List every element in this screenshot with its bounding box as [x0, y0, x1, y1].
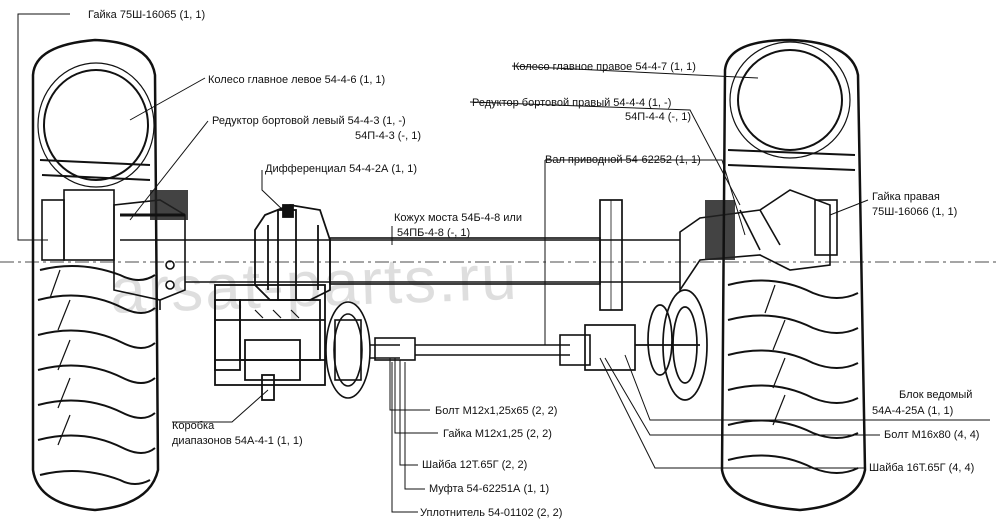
range-gearbox [214, 284, 326, 401]
label-bolt-m12: Болт М12х1,25х65 (2, 2) [435, 405, 557, 417]
driven-block [584, 199, 708, 401]
label-reducer-right-alt: 54П-4-4 (-, 1) [625, 111, 691, 123]
label-washer-16t: Шайба 16Т.65Г (4, 4) [869, 462, 974, 474]
label-gearbox: Коробка [172, 420, 215, 432]
label-nut-right: Гайка правая [872, 191, 940, 203]
label-seal: Уплотнитель 54-01102 (2, 2) [420, 507, 562, 519]
label-washer-12t: Шайба 12Т.65Г (2, 2) [422, 459, 527, 471]
left-final-drive [41, 189, 188, 310]
label-nut-m12: Гайка М12х1,25 (2, 2) [443, 428, 552, 440]
label-coupling: Муфта 54-62251А (1, 1) [429, 483, 549, 495]
label-driven-block: Блок ведомый [899, 389, 972, 401]
label-drive-shaft: Вал приводной 54-62252 (1, 1) [545, 154, 701, 166]
right-final-drive [679, 189, 838, 293]
label-reducer-left-alt: 54П-4-3 (-, 1) [355, 130, 421, 142]
label-axle-housing: Кожух моста 54Б-4-8 или [394, 212, 522, 224]
label-nut-right-alt: 75Ш-16066 (1, 1) [872, 206, 957, 218]
label-wheel-right: Колесо главное правое 54-4-7 (1, 1) [513, 61, 696, 73]
label-wheel-left: Колесо главное левое 54-4-6 (1, 1) [208, 74, 385, 86]
label-driven-block-alt: 54А-4-25А (1, 1) [872, 405, 953, 417]
label-bolt-m16: Болт М16х80 (4, 4) [884, 429, 979, 441]
label-gearbox-alt: диапазонов 54А-4-1 (1, 1) [172, 435, 303, 447]
labels: Гайка 75Ш-16065 (1, 1) Колесо главное ле… [88, 9, 979, 519]
label-nut-left: Гайка 75Ш-16065 (1, 1) [88, 9, 205, 21]
left-wheel [31, 38, 160, 512]
leader-lines [17, 13, 990, 513]
differential [254, 204, 331, 301]
drive-shaft [374, 334, 591, 366]
right-wheel [720, 38, 867, 512]
label-axle-housing-alt: 54ПБ-4-8 (-, 1) [397, 227, 470, 239]
label-reducer-left: Редуктор бортовой левый 54-4-3 (1, -) [212, 115, 406, 127]
label-differential: Дифференциал 54-4-2А (1, 1) [265, 163, 417, 175]
label-reducer-right: Редуктор бортовой правый 54-4-4 (1, -) [472, 97, 671, 109]
